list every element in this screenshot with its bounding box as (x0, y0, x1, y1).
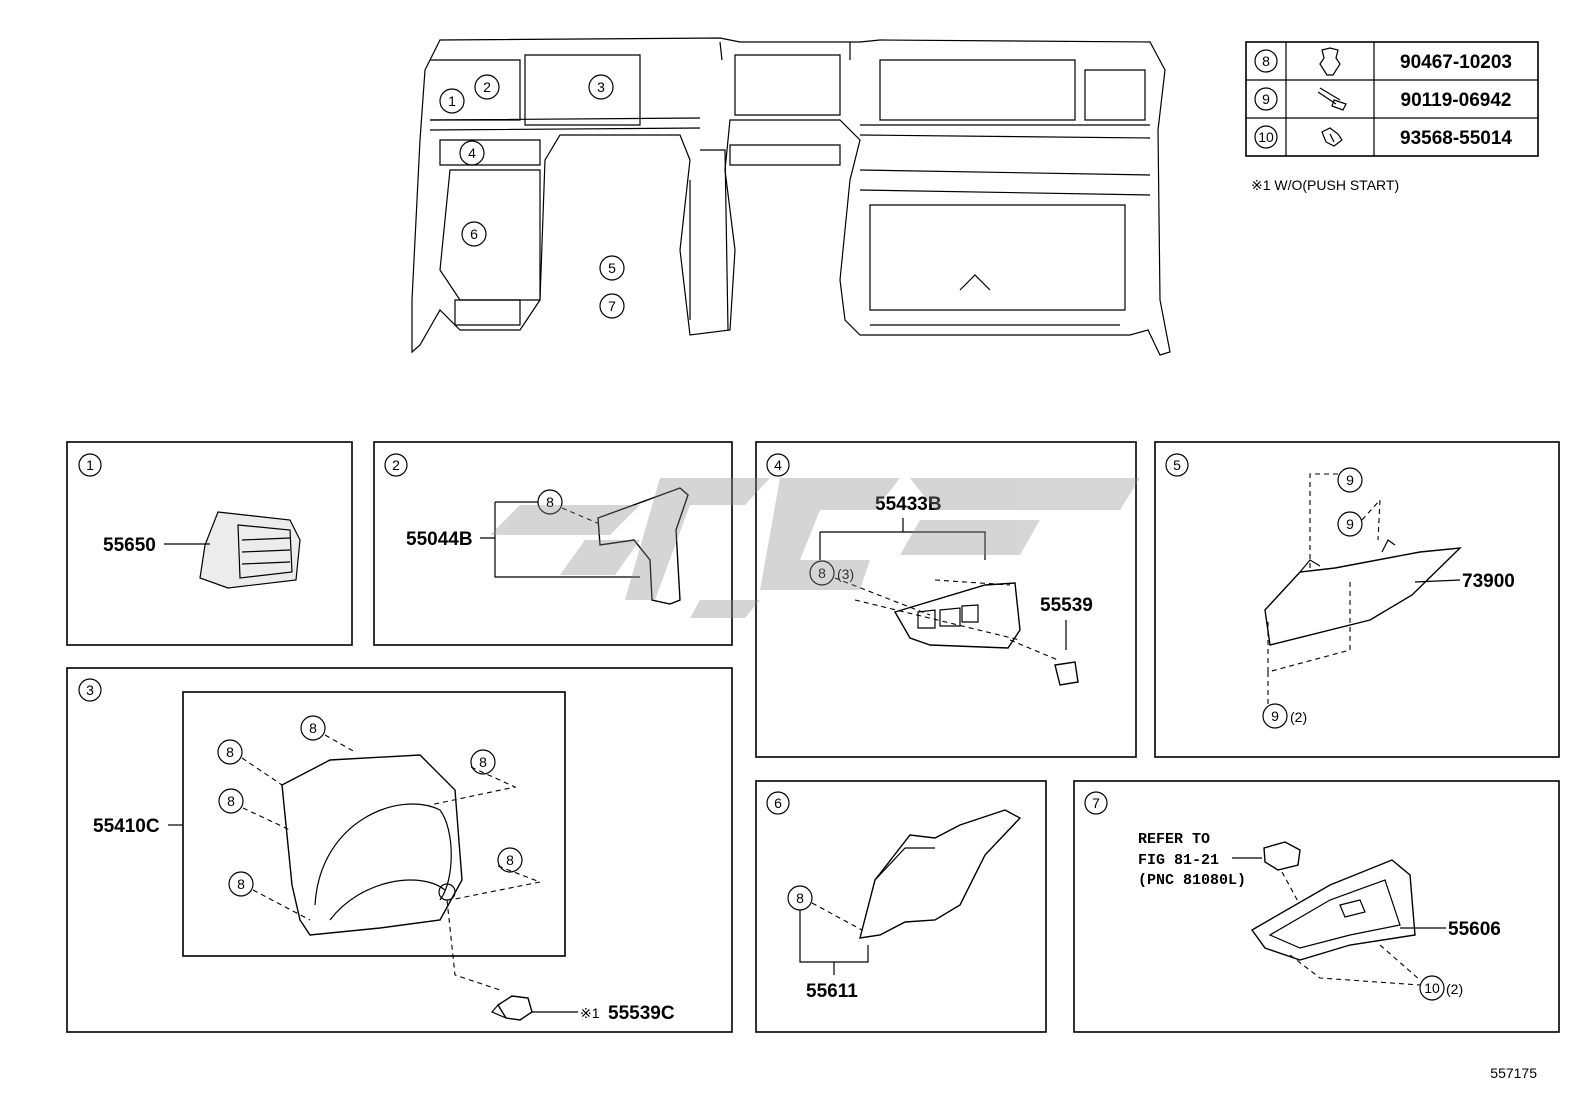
clip-icon (1319, 47, 1341, 76)
panel-7-ref-10: 10 (1424, 980, 1440, 996)
overview-callouts: 1 2 3 4 6 5 7 (439, 74, 625, 319)
callout-1: 1 (448, 93, 456, 109)
knee-panel-part (1264, 539, 1462, 646)
panel-7-number: 7 (1092, 795, 1100, 811)
refer-line-3: (PNC 81080L) (1138, 872, 1246, 889)
push-button-part (491, 995, 533, 1021)
trim-bracket-part (597, 487, 689, 605)
small-clip-part (1054, 661, 1079, 686)
note-mark-1: ※1 (580, 1005, 600, 1021)
callout-4: 4 (468, 145, 476, 161)
panel-1: 1 55650 (66, 441, 353, 646)
panel-7: 7 REFER TO FIG 81-21 (PNC 81080L) 55606 … (1073, 780, 1560, 1033)
lower-panel-part (893, 582, 1021, 649)
panel-6: 6 8 55611 (755, 780, 1047, 1033)
refer-line-2: FIG 81-21 (1138, 852, 1219, 869)
part-55539: 55539 (1040, 595, 1093, 616)
panel-2: 2 8 55044B (373, 441, 733, 646)
callout-5: 5 (608, 260, 616, 276)
callout-7: 7 (608, 298, 616, 314)
part-55044B: 55044B (406, 529, 473, 550)
panel-5-ref-9a: 9 (1346, 472, 1354, 488)
legend-ref-10: 10 (1258, 129, 1274, 145)
panel-4-number: 4 (774, 457, 782, 473)
part-55433B: 55433B (875, 494, 942, 515)
panel-5-ref-9c: 9 (1271, 708, 1279, 724)
panel-3-ref-8c: 8 (227, 793, 235, 809)
connector-part (1263, 841, 1301, 871)
legend-part-8: 90467-10203 (1400, 52, 1512, 73)
bracket-tray-part (1250, 859, 1416, 961)
legend-note: ※1 W/O(PUSH START) (1251, 177, 1399, 193)
refer-line-1: REFER TO (1138, 831, 1210, 848)
panel-3-number: 3 (86, 682, 94, 698)
part-55539C: 55539C (608, 1003, 675, 1024)
side-trim-part (859, 809, 1022, 939)
diagram-id: 557175 (1490, 1065, 1537, 1081)
panel-2-number: 2 (392, 457, 400, 473)
legend-ref-9: 9 (1262, 91, 1270, 107)
panel-7-qty: (2) (1446, 981, 1463, 997)
panel-1-number: 1 (86, 457, 94, 473)
panel-3-ref-8a: 8 (309, 720, 317, 736)
callout-2: 2 (483, 79, 491, 95)
part-55410C: 55410C (93, 816, 160, 837)
panel-3-ref-8f: 8 (506, 852, 514, 868)
panel-5-qty: (2) (1290, 709, 1307, 725)
part-55611: 55611 (806, 981, 858, 1002)
panel-2-ref-8: 8 (546, 494, 554, 510)
callout-3: 3 (597, 79, 605, 95)
panel-3-ref-8d: 8 (237, 876, 245, 892)
bolt-icon (1317, 87, 1347, 111)
part-73900: 73900 (1462, 571, 1515, 592)
panel-4-qty: (3) (837, 566, 854, 582)
panel-3-ref-8b: 8 (226, 744, 234, 760)
fastener-legend: 8 9 10 90467-10203 90119-06942 93568-550… (1245, 41, 1539, 193)
panel-5: 5 9 9 73900 9 (2) (1154, 441, 1560, 758)
meter-hood-part (281, 754, 463, 936)
part-55650: 55650 (103, 535, 156, 556)
panel-4: 4 55433B 8 (3) 55539 (755, 441, 1137, 758)
panel-5-ref-9b: 9 (1346, 516, 1354, 532)
air-vent-part (199, 511, 301, 589)
panel-6-number: 6 (774, 795, 782, 811)
panel-3: 3 55410C 8 8 8 8 8 8 ※1 55539C (66, 667, 733, 1033)
callout-6: 6 (470, 226, 478, 242)
part-55606: 55606 (1448, 919, 1501, 940)
legend-part-9: 90119-06942 (1401, 90, 1512, 111)
panel-3-ref-8e: 8 (479, 754, 487, 770)
legend-part-10: 93568-55014 (1400, 128, 1512, 149)
legend-ref-8: 8 (1262, 53, 1270, 69)
panel-6-ref-8: 8 (796, 890, 804, 906)
panel-5-number: 5 (1173, 457, 1181, 473)
panel-4-ref-8: 8 (818, 565, 826, 581)
dashboard-overview (411, 37, 1171, 356)
watermark-logo (490, 478, 1140, 618)
screw-icon (1321, 127, 1343, 147)
